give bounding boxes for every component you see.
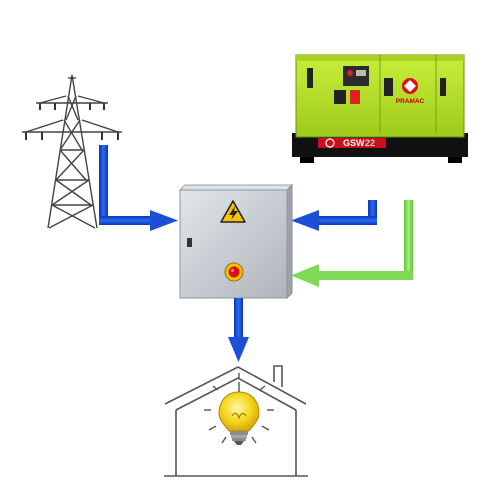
generator-power-arrow [291, 200, 413, 287]
cabinet-latch [187, 238, 192, 247]
generator-to-switch-arrow [291, 200, 377, 231]
house-with-light-bulb-icon [164, 365, 308, 477]
emergency-stop-button [224, 262, 244, 282]
generator-brand: PRAMAC [396, 98, 425, 105]
high-voltage-warning-icon [220, 200, 246, 223]
transmission-tower-icon [22, 74, 122, 229]
generator-model: GSW [343, 138, 365, 148]
light-bulb-icon [218, 382, 260, 445]
generator-stripe [318, 138, 386, 148]
switch-to-load-arrow [228, 298, 249, 362]
generator-model-number: 22 [365, 138, 375, 148]
generator-icon: PRAMAC GSW 22 [292, 54, 468, 163]
grid-to-switch-arrow [99, 145, 178, 231]
light-rays [204, 373, 274, 444]
transfer-switch-cabinet-icon [178, 183, 294, 300]
